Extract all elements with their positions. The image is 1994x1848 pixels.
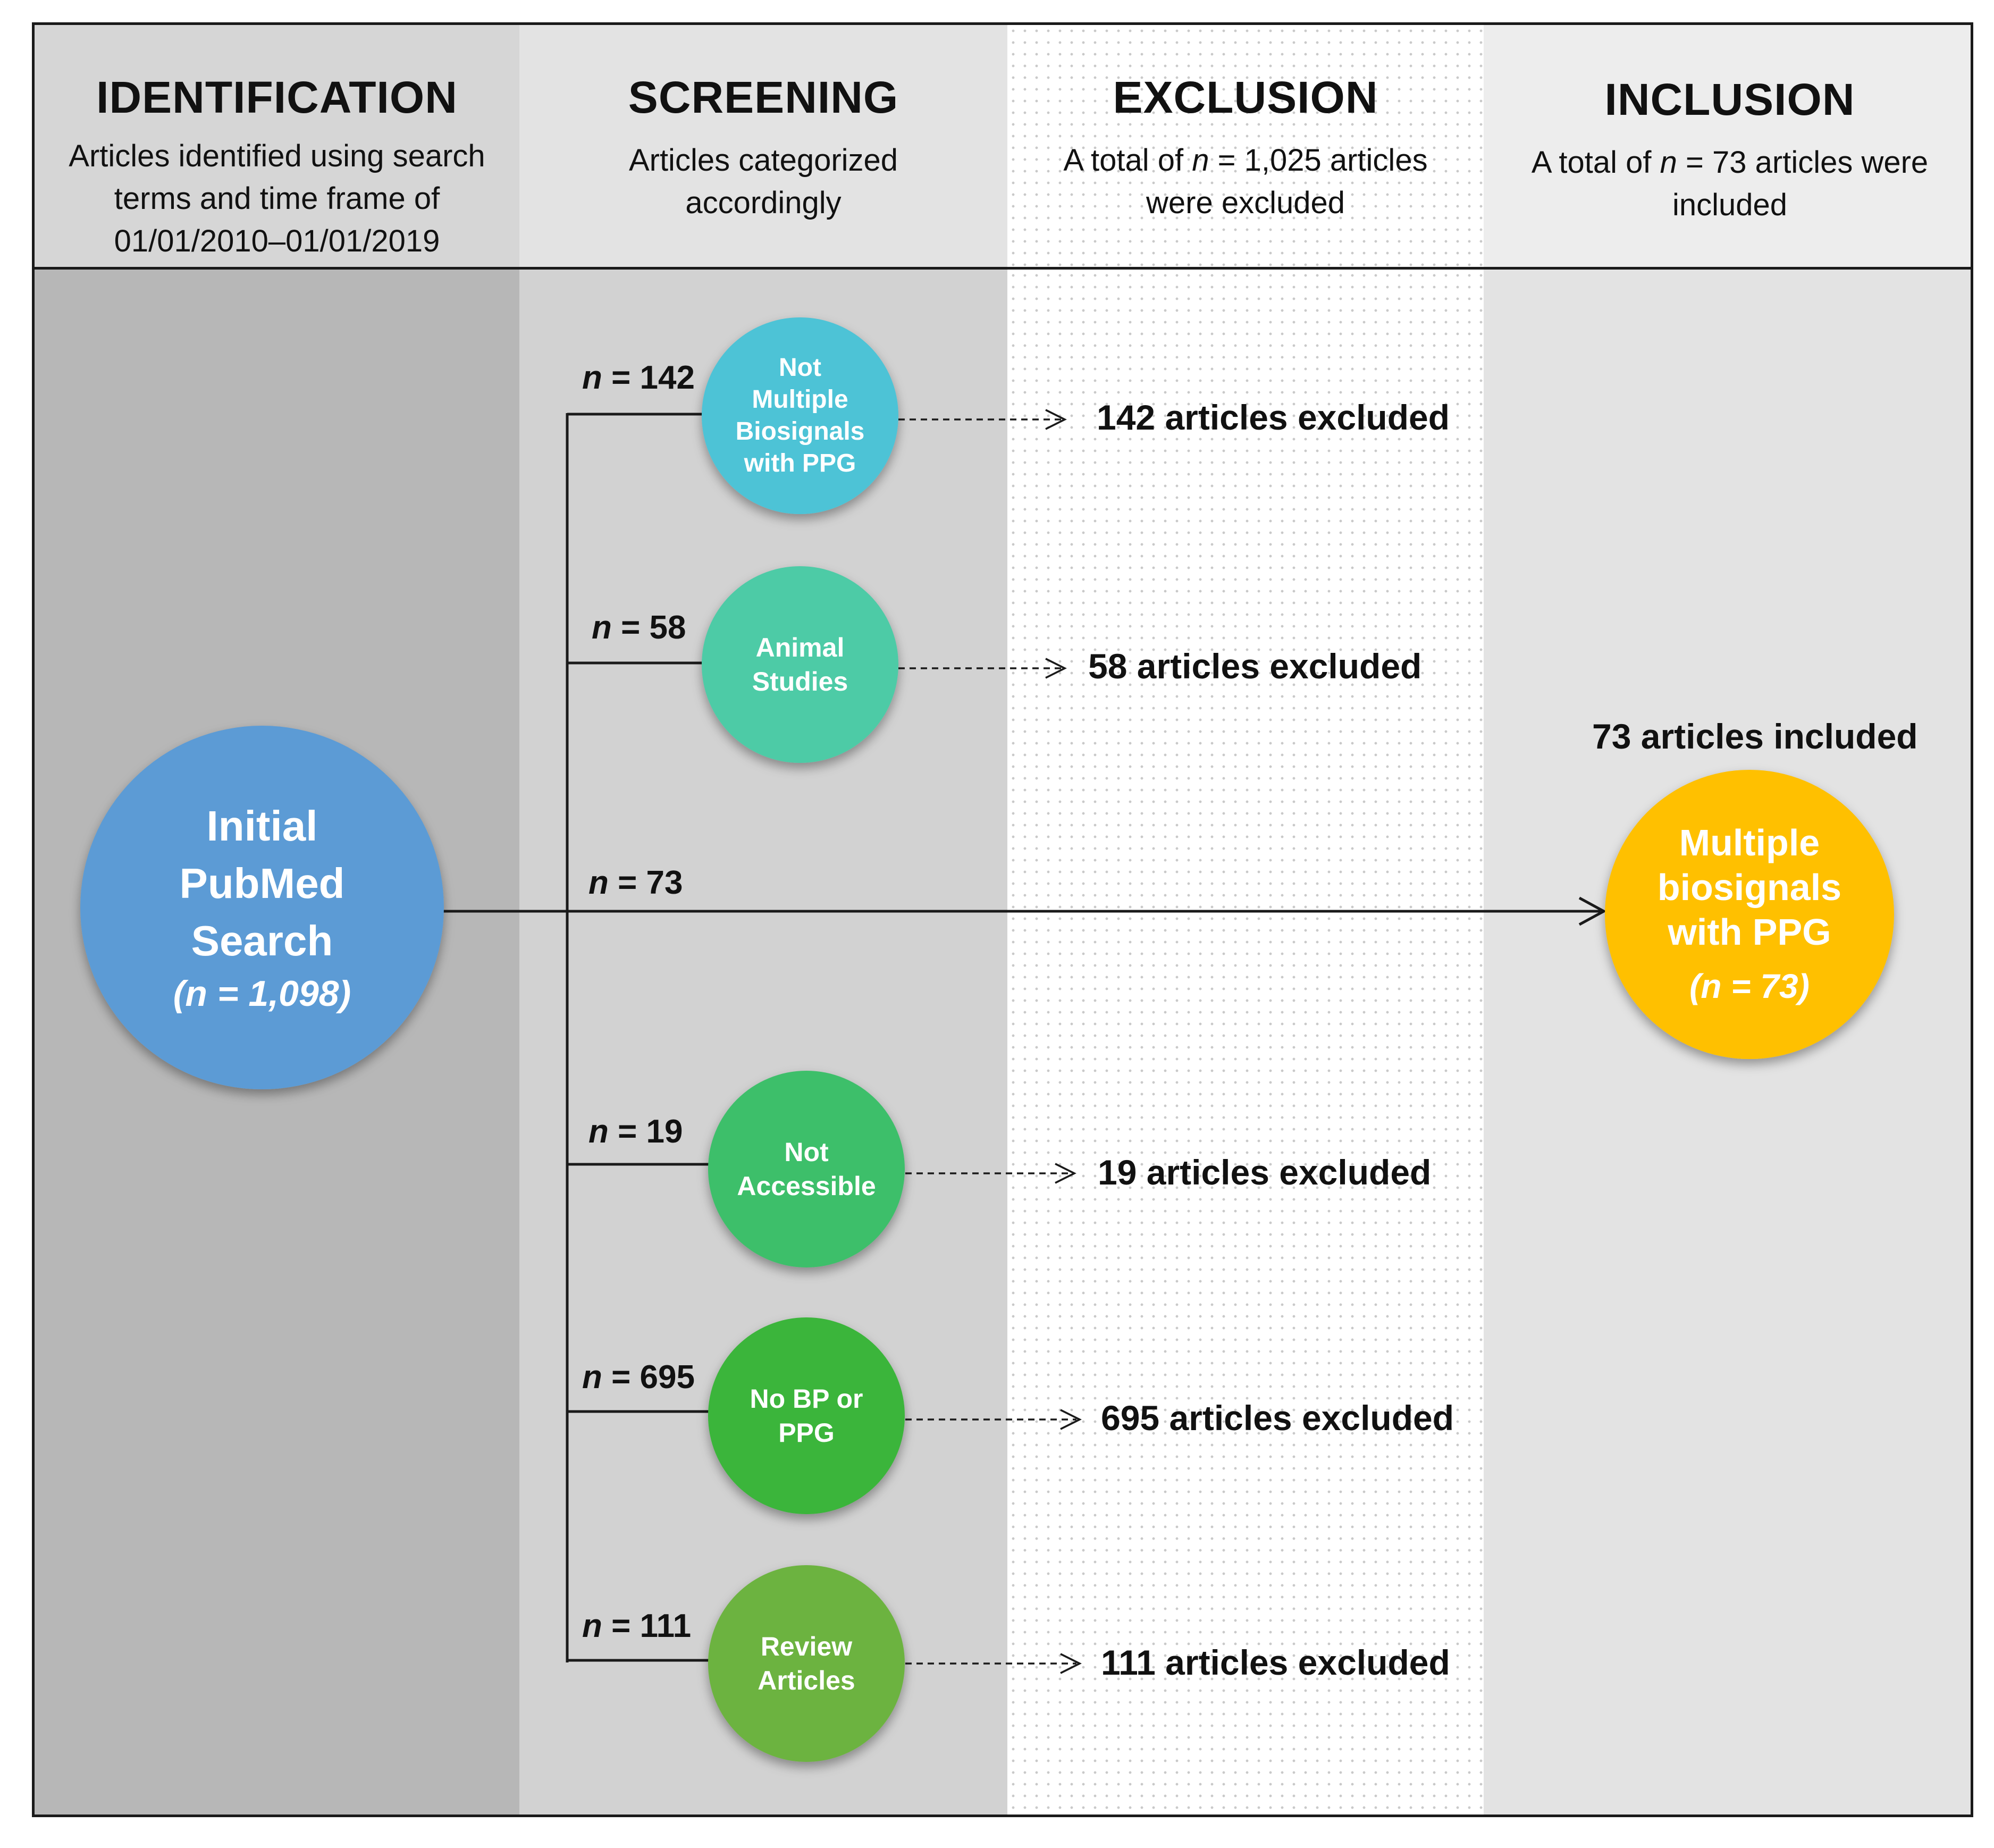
header-divider [35, 267, 1971, 270]
exclusion-description: A total of n = 1,025 articles were exclu… [1063, 143, 1428, 220]
n-label-5: n = 111 [582, 1608, 692, 1644]
inclusion-header-bg [1484, 25, 1971, 270]
screening-description: Articles categorized accordingly [628, 143, 898, 220]
screen-node-circle-3 [708, 1071, 905, 1267]
n-label-3: n = 19 [588, 1113, 683, 1150]
exclusion-title: EXCLUSION [1113, 72, 1378, 122]
excluded-label-3: 19 articles excluded [1098, 1153, 1432, 1192]
screen-node-circle-4 [708, 1317, 905, 1514]
initial-count: (n = 1,098) [173, 973, 351, 1014]
initial-node: Initial PubMed Search (n = 1,098) [80, 726, 444, 1089]
screen-node-circle-2 [702, 566, 898, 763]
screen-node-circle-5 [708, 1565, 905, 1762]
excluded-label-2: 58 articles excluded [1088, 646, 1422, 686]
included-node-circle [1605, 770, 1894, 1059]
screen-node-5: Review Articles [758, 1632, 855, 1695]
excluded-label-1: 142 articles excluded [1097, 398, 1450, 437]
included-node: Multiple biosignals with PPG (n = 73) [1605, 770, 1894, 1059]
flow-connectors [80, 317, 1894, 1762]
exclusion-arrowhead-2 [1045, 658, 1067, 679]
screen-node-3: Not Accessible [737, 1137, 876, 1201]
included-count: (n = 73) [1689, 967, 1810, 1005]
excluded-label-4: 695 articles excluded [1101, 1398, 1454, 1438]
excluded-label-5: 111 articles excluded [1101, 1643, 1450, 1682]
exclusion-column [1007, 270, 1484, 1815]
flow-diagram-frame: IDENTIFICATION Articles identified using… [32, 22, 1973, 1817]
screen-node-2: Animal Studies [752, 633, 848, 696]
exclusion-arrowhead-3 [1055, 1163, 1076, 1184]
exclusion-header: EXCLUSION A total of n = 1,025 articles … [1007, 25, 1484, 267]
inclusion-description: A total of n = 73 articles were included [1531, 145, 1929, 222]
screening-header: SCREENING Articles categorized according… [519, 25, 1007, 267]
screening-header-bg [519, 25, 1007, 270]
screen-node-circle-1 [702, 317, 898, 514]
exclusion-header-bg [1007, 25, 1484, 270]
included-caption: 73 articles included [1592, 717, 1918, 756]
n-label-4: n = 695 [582, 1359, 695, 1396]
screening-title: SCREENING [628, 72, 899, 122]
exclusion-arrowhead-1 [1045, 409, 1067, 430]
initial-node-circle [80, 726, 444, 1089]
screen-node-1: Not Multiple Biosignals with PPG [735, 354, 865, 477]
screening-column [519, 270, 1007, 1815]
exclusion-arrowhead-5 [1060, 1653, 1082, 1674]
n-label-1: n = 142 [582, 359, 695, 396]
exclusion-arrowhead-4 [1060, 1409, 1082, 1430]
main-arrow-head [1578, 896, 1607, 926]
n-label-2: n = 58 [592, 609, 686, 646]
identification-header: IDENTIFICATION Articles identified using… [35, 25, 519, 267]
inclusion-header: INCLUSION A total of n = 73 articles wer… [1484, 25, 1971, 267]
identification-title: IDENTIFICATION [96, 72, 458, 122]
n-label-main: n = 73 [588, 864, 683, 901]
screen-node-4: No BP or PPG [750, 1384, 863, 1448]
inclusion-title: INCLUSION [1604, 74, 1855, 124]
identification-header-bg [35, 25, 519, 270]
identification-description: Articles identified using search terms a… [69, 139, 485, 258]
